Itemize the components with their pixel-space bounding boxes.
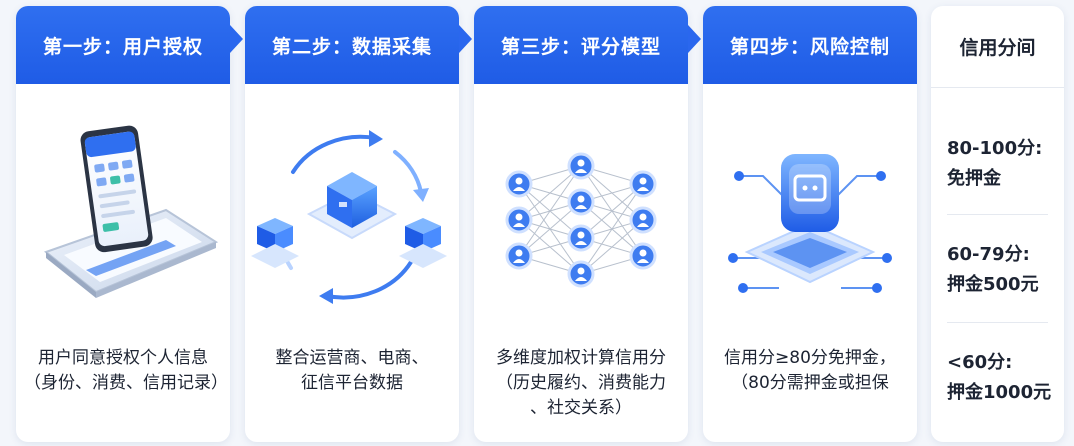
caption-line: 信用分≥80分免押金， [724,348,896,368]
caption-line: 多维度加权计算信用分 [496,348,666,368]
step-caption-1: 用户同意授权个人信息 （身份、消费、信用记录） [24,346,228,396]
score-range-item-2: 60-79分: 押金500元 [947,240,1056,300]
network-node-icon [629,206,657,234]
step-card-2: 第二步：数据采集 [245,6,459,442]
step-title-2: 第二步：数据采集 [245,6,459,84]
caption-line: 、社交关系） [530,398,632,418]
caption-line: 征信平台数据 [301,373,403,393]
flow-arrow-icon [459,25,472,53]
network-node-icon [505,206,533,234]
score-range-card: 信用分间 80-100分: 免押金 60-79分: 押金500元 <60分: 押… [931,6,1064,442]
flow-arrow-icon [688,25,701,53]
caption-line: （80分需押金或担保 [731,373,889,393]
phone-authorization-icon [16,92,230,332]
divider [947,214,1048,215]
divider [947,322,1048,323]
step-caption-4: 信用分≥80分免押金， （80分需押金或担保 [711,346,909,396]
flow-arrow-icon [230,25,243,53]
score-range-label: 60-79分: [947,244,1030,265]
caption-line: 用户同意授权个人信息 [38,348,208,368]
step-card-1: 第一步：用户授权 [16,6,230,442]
step-card-3: 第三步：评分模型 多维度加权计算信用分 （历史履约、消费能力 、社交关系） [474,6,688,442]
network-node-icon [567,152,595,180]
score-range-desc: 免押金 [947,168,1001,189]
data-collection-icon [245,92,459,332]
caption-line: （历史履约、消费能力 [496,373,666,393]
network-node-icon [567,260,595,288]
step-title-4: 第四步：风险控制 [703,6,917,84]
score-range-label: <60分: [947,352,1013,373]
score-range-title: 信用分间 [931,6,1064,88]
network-node-icon [629,170,657,198]
network-node-icon [567,188,595,216]
score-range-label: 80-100分: [947,138,1043,159]
step-title-1: 第一步：用户授权 [16,6,230,84]
step-title-3: 第三步：评分模型 [474,6,688,84]
score-range-item-3: <60分: 押金1000元 [947,348,1056,408]
network-node-icon [505,242,533,270]
step-caption-3: 多维度加权计算信用分 （历史履约、消费能力 、社交关系） [482,346,680,421]
caption-line: （身份、消费、信用记录） [24,373,228,393]
caption-line: 整合运营商、电商、 [275,348,429,368]
step-caption-2: 整合运营商、电商、 征信平台数据 [253,346,451,396]
score-range-item-1: 80-100分: 免押金 [947,134,1056,194]
network-node-icon [629,242,657,270]
risk-control-icon [703,92,917,332]
network-node-icon [505,170,533,198]
neural-network-icon [474,92,688,332]
network-node-icon [567,224,595,252]
score-range-desc: 押金1000元 [947,382,1052,403]
score-range-desc: 押金500元 [947,274,1039,295]
step-card-4: 第四步：风险控制 [703,6,917,442]
